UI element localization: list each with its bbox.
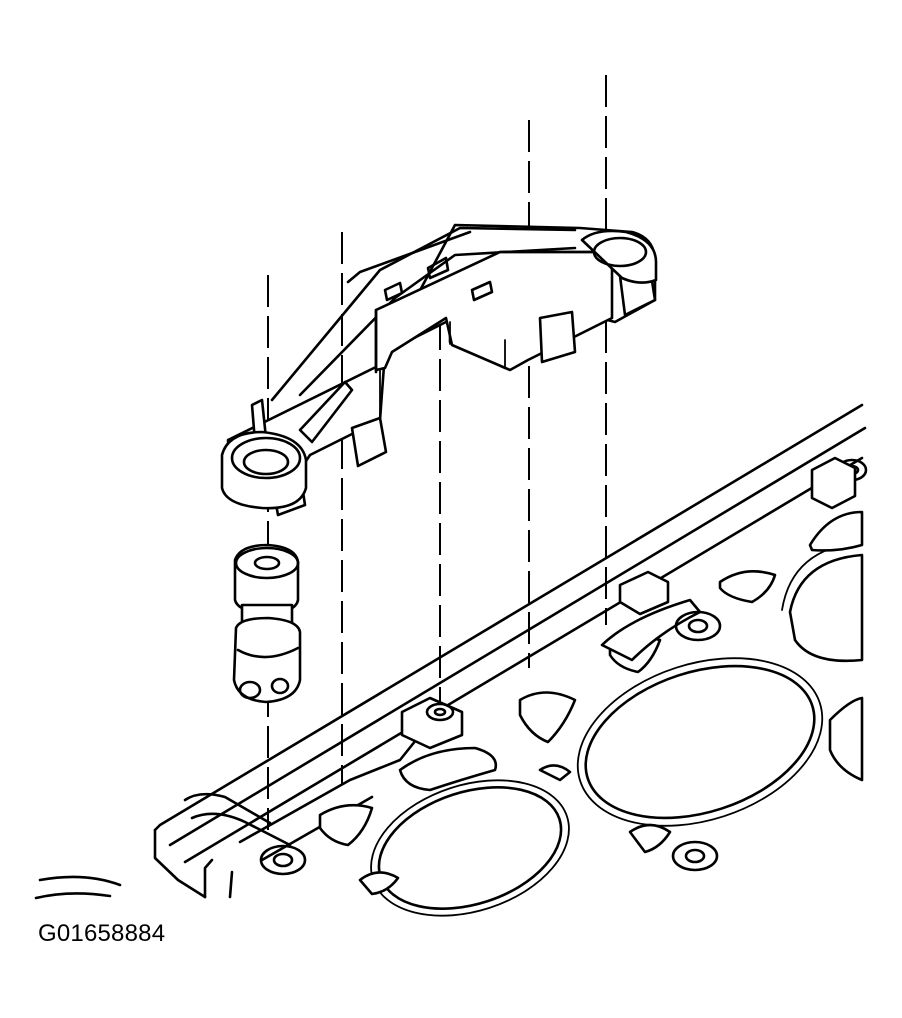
alignment-centerlines [267, 75, 607, 830]
cylinder-bore-1 [584, 664, 816, 820]
head-bolt-hole [259, 844, 307, 876]
valve-lifter [232, 543, 302, 704]
bracket-tab [538, 310, 577, 364]
lifter-guide-bracket [220, 223, 658, 517]
figure-id-caption: G01658884 [38, 920, 166, 947]
head-bolt-hole [671, 840, 719, 872]
bracket-tab [350, 416, 388, 468]
roller-pin [238, 680, 262, 700]
head-bolt-hole [674, 610, 722, 642]
mounting-boss [400, 696, 464, 750]
cylinder-bore-3 [788, 553, 864, 663]
cylinder-head [34, 403, 868, 917]
bracket-eye [220, 430, 308, 510]
